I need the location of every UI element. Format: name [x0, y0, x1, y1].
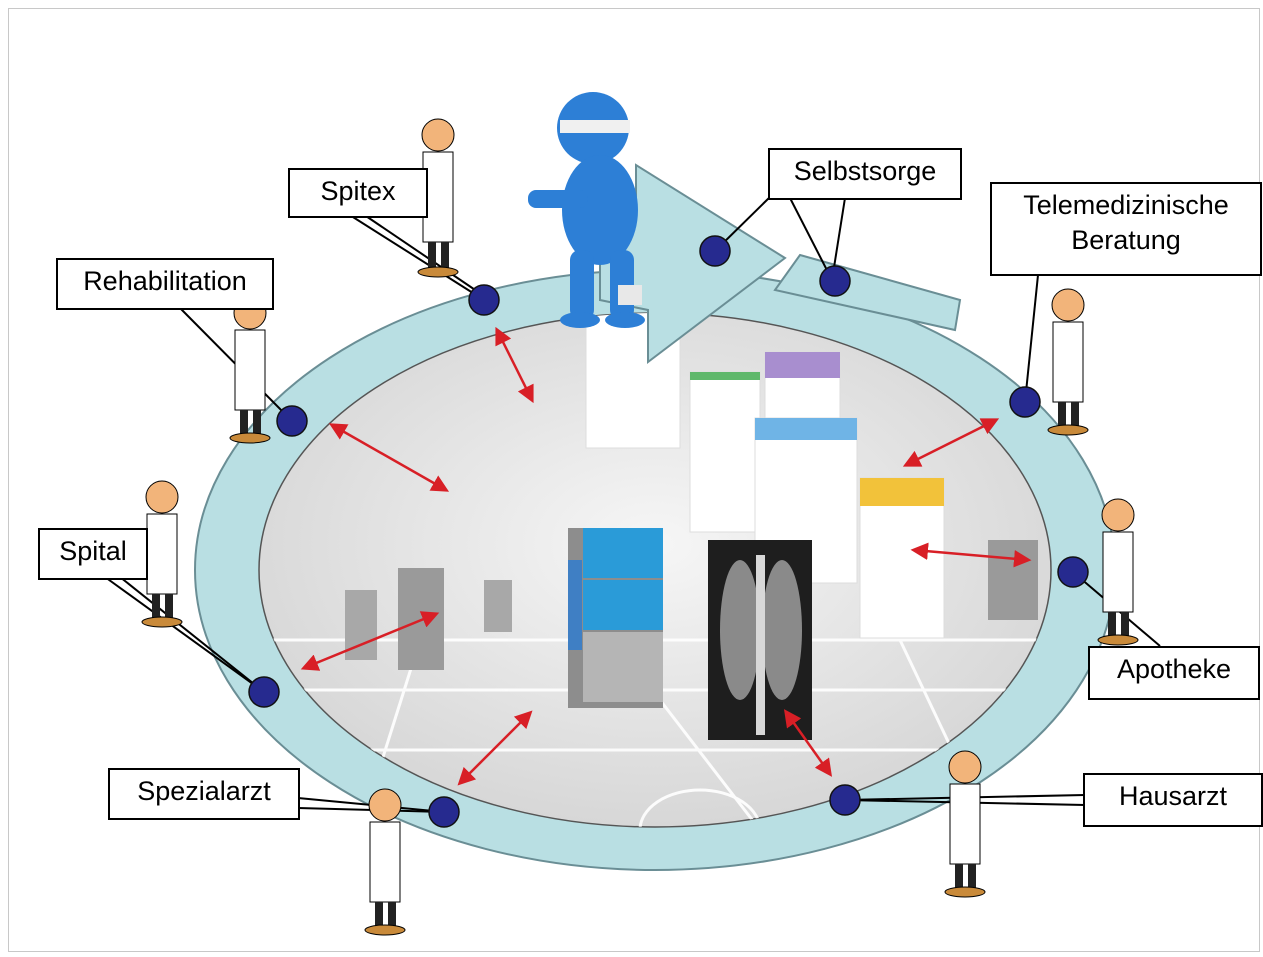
floor-grid	[259, 313, 1051, 827]
label-hausarzt: Hausarzt	[1083, 773, 1263, 827]
label-spitex: Spitex	[288, 168, 428, 218]
label-hausarzt-text: Hausarzt	[1118, 781, 1228, 811]
label-selbstsorge-text: Selbstsorge	[793, 156, 937, 186]
exchange-arrows	[300, 326, 1032, 786]
label-spezialarzt: Spezialarzt	[108, 768, 300, 820]
doctor-icon	[141, 480, 183, 628]
label-rehabilitation-text: Rehabilitation	[83, 266, 247, 296]
doctor-icons	[141, 118, 1139, 936]
node-spital[interactable]	[248, 676, 280, 708]
label-telemedizin-line2: Beratung	[1071, 225, 1181, 256]
doctor-icon	[1047, 288, 1089, 436]
label-spezialarzt-text: Spezialarzt	[137, 776, 271, 806]
label-spital: Spital	[38, 528, 148, 580]
node-spezialarzt[interactable]	[428, 796, 460, 828]
label-spital-text: Spital	[59, 536, 127, 566]
doctor-icon	[944, 750, 986, 898]
label-selbstsorge: Selbstsorge	[768, 148, 962, 200]
node-selbstsorge-1[interactable]	[699, 235, 731, 267]
document-icon	[764, 351, 841, 423]
document-icon	[689, 371, 761, 533]
doctor-icon	[417, 118, 459, 278]
xray-icon	[708, 540, 812, 740]
patient-figure-icon	[528, 92, 645, 328]
label-apotheke-text: Apotheke	[1116, 654, 1232, 684]
nodes	[248, 235, 1089, 828]
node-rehabilitation[interactable]	[276, 405, 308, 437]
label-telemedizin-line1: Telemedizinische	[1023, 190, 1229, 220]
filing-cabinet-icon	[988, 540, 1038, 620]
node-telemedizin[interactable]	[1009, 386, 1041, 418]
document-icon	[859, 477, 945, 639]
label-apotheke: Apotheke	[1088, 646, 1260, 700]
doctor-icon	[1097, 498, 1139, 646]
node-spitex[interactable]	[468, 284, 500, 316]
label-rehabilitation: Rehabilitation	[56, 258, 274, 310]
slide-frame	[8, 8, 1260, 952]
node-hausarzt[interactable]	[829, 784, 861, 816]
label-spitex-text: Spitex	[320, 176, 396, 206]
filing-cabinet-icon	[484, 580, 512, 632]
node-selbstsorge-2[interactable]	[819, 265, 851, 297]
doctor-icon	[364, 788, 406, 936]
node-apotheke[interactable]	[1057, 556, 1089, 588]
filing-cabinet-icon	[568, 528, 663, 708]
